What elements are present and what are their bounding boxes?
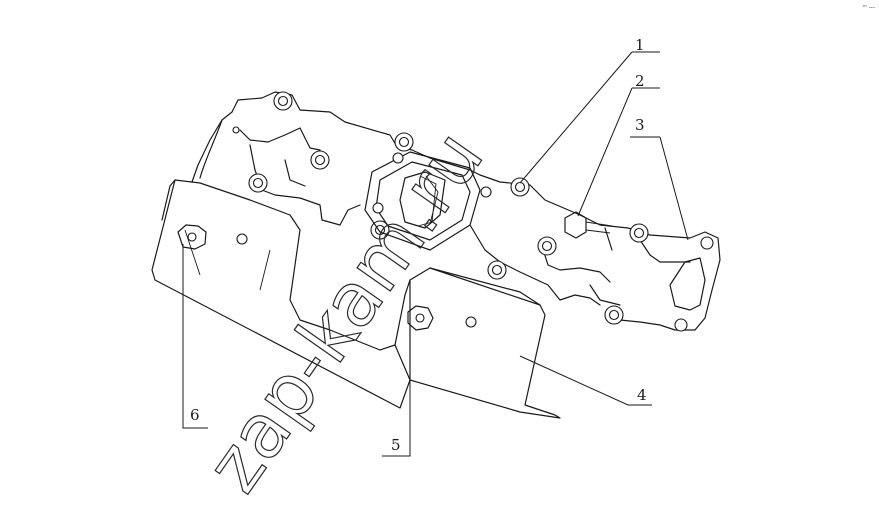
leader-lines — [182, 51, 689, 457]
manifold-right-section — [469, 174, 721, 332]
nut — [564, 211, 587, 239]
watermark: zap-kam.ru — [190, 116, 500, 507]
callout-2: 2 — [635, 72, 645, 90]
corner-mark: ᵐ --- — [863, 4, 875, 11]
mounting-hole — [465, 316, 477, 328]
heat-shield-right — [394, 267, 561, 419]
manifold-left-section — [191, 91, 481, 240]
outlet-flange — [364, 151, 492, 251]
callout-5: 5 — [391, 436, 401, 454]
bolt-head — [177, 224, 207, 250]
small-hole — [232, 126, 240, 134]
callout-6: 6 — [190, 406, 200, 424]
callout-3: 3 — [635, 116, 645, 134]
callout-1: 1 — [635, 36, 645, 54]
mounting-hole — [236, 233, 248, 245]
heat-shield-left — [151, 179, 411, 409]
callout-4: 4 — [637, 386, 647, 404]
bolt-head — [407, 305, 434, 331]
